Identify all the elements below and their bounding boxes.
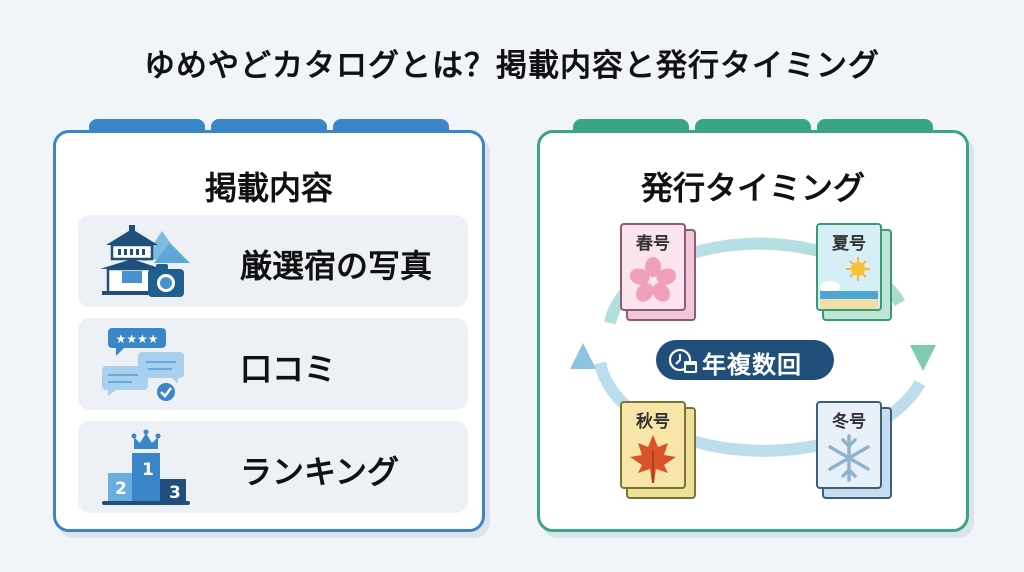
folder-tabs	[89, 119, 449, 133]
page-title: ゆめやどカタログとは？掲載内容と発行タイミング	[144, 48, 880, 84]
podium-ranking-icon	[102, 429, 190, 505]
issue-summer: 夏号	[816, 223, 892, 321]
issue-spring: 春号	[620, 223, 696, 321]
content-item-label: 厳選宿の写真	[240, 247, 433, 285]
content-item-ranking: 1 2 3 ランキング	[78, 421, 468, 513]
issue-label: 夏号	[832, 234, 866, 254]
issue-label: 春号	[636, 234, 670, 254]
content-item-photos: 厳選宿の写真	[78, 215, 468, 307]
maple-leaf-icon	[630, 435, 676, 483]
timing-panel-title: 発行タイミング	[640, 169, 865, 207]
podium-number-2: 2	[115, 479, 127, 499]
podium-number-3: 3	[169, 483, 181, 503]
cycle-arrowhead-left	[570, 343, 596, 369]
issue-autumn: 秋号	[620, 401, 696, 499]
content-item-label: ランキング	[240, 453, 400, 491]
folder-tab	[695, 119, 811, 133]
inn-camera-icon	[100, 225, 190, 297]
folder-tab	[89, 119, 205, 133]
cycle-arrows	[570, 237, 936, 457]
sakura-icon	[629, 257, 677, 302]
issue-label: 冬号	[832, 412, 866, 432]
clock-calendar-icon	[668, 348, 697, 373]
svg-text:★★★★: ★★★★	[115, 332, 158, 346]
folder-tab	[817, 119, 933, 133]
content-panel: 掲載内容 厳選宿の写真 ★★★★	[53, 119, 485, 532]
timing-panel: 発行タイミング 春号 夏号	[537, 119, 969, 532]
issue-label: 秋号	[636, 412, 670, 432]
frequency-badge: 年複数回	[656, 340, 834, 380]
folder-tab	[573, 119, 689, 133]
snowflake-icon	[828, 434, 870, 482]
podium-number-1: 1	[142, 460, 154, 480]
cycle-arrowhead-right	[910, 345, 936, 371]
frequency-label: 年複数回	[702, 351, 802, 379]
sun-beach-icon	[820, 257, 878, 309]
folder-tab	[211, 119, 327, 133]
content-item-label: 口コミ	[240, 350, 337, 388]
folder-tab	[333, 119, 449, 133]
content-item-reviews: ★★★★ 口コミ	[78, 318, 468, 410]
content-panel-title: 掲載内容	[204, 169, 333, 207]
folder-tabs	[573, 119, 933, 133]
review-chat-icon: ★★★★	[102, 328, 184, 401]
issue-winter: 冬号	[816, 401, 892, 499]
